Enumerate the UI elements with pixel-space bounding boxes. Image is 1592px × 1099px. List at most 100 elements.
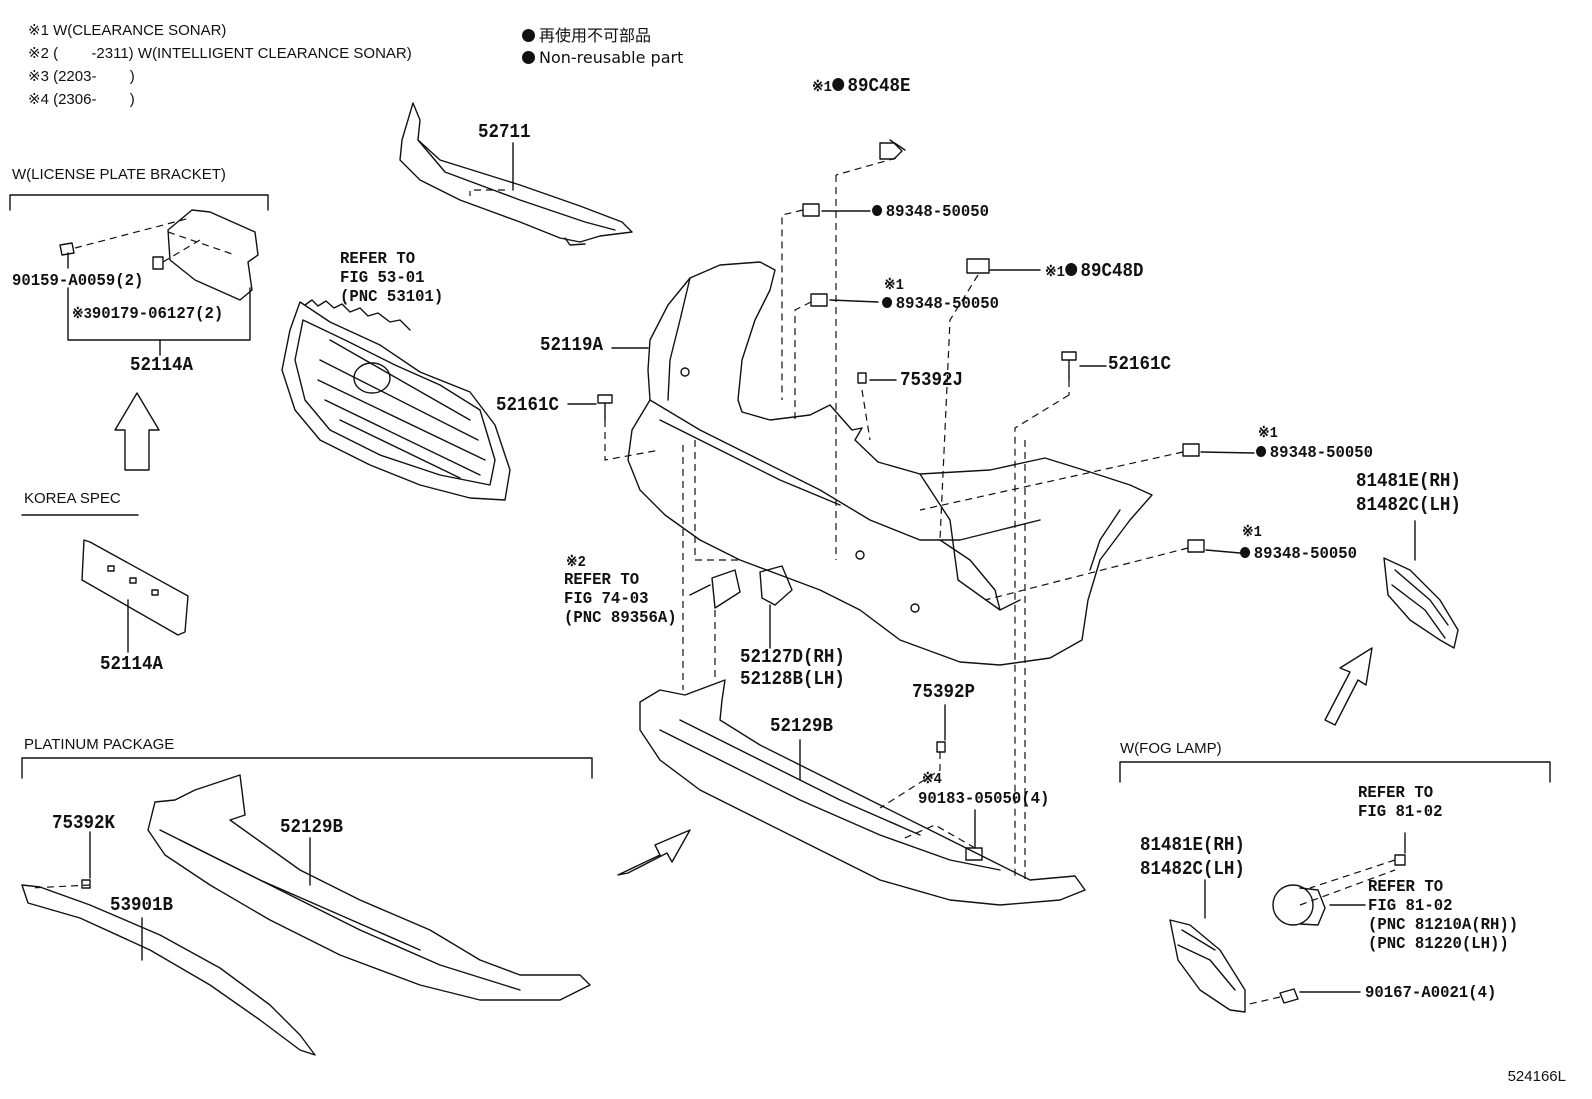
part-52127d[interactable]: 52127D(RH): [740, 646, 845, 668]
sensor-clip-4-shape: [1187, 539, 1205, 553]
section-license: W(LICENSE PLATE BRACKET): [12, 166, 226, 183]
note-mark: ※1: [1045, 264, 1065, 281]
nut-90183-shape: [965, 847, 983, 861]
note-mark-89348-c: ※1: [1258, 425, 1278, 442]
part-90183[interactable]: 90183-05050(4): [918, 790, 1050, 809]
sensor-retainer-89c48d-shape: [966, 258, 990, 274]
part-52119a[interactable]: 52119A: [540, 334, 603, 356]
part-53901b[interactable]: 53901B: [110, 894, 173, 916]
part-52114a-korea[interactable]: 52114A: [100, 653, 163, 675]
part-52711[interactable]: 52711: [478, 121, 531, 143]
note-mark: ※3: [72, 306, 92, 323]
fog-bezel-bottom-shape: [1169, 919, 1246, 1013]
lower-molding-shape: [21, 884, 316, 1056]
screw-90167-shape: [1279, 988, 1299, 1004]
refer-sonar-line1[interactable]: REFER TO: [564, 571, 640, 590]
upper-grille-molding-shape: [399, 102, 633, 246]
non-reusable-dot-icon: [1240, 547, 1251, 559]
fog-bezel-top-shape: [1383, 557, 1459, 649]
part-number-text: 89348-50050: [895, 295, 1000, 314]
part-89348-b[interactable]: 89348-50050: [882, 295, 999, 314]
legend-row-1: 再使用不可部品: [522, 22, 651, 46]
clip-75392j-shape: [857, 372, 867, 384]
refer-fog1-line1[interactable]: REFER TO: [1358, 784, 1434, 803]
front-grille-shape: [281, 299, 511, 501]
part-89c48e[interactable]: ※1 89C48E: [812, 77, 910, 97]
sensor-clip-2-shape: [810, 293, 828, 307]
part-number-text: 89348-50050: [885, 203, 990, 222]
refer-grille-line3[interactable]: (PNC 53101): [340, 288, 444, 307]
nut-90179-shape: [152, 256, 164, 270]
fog-lamp-shape: [1272, 884, 1314, 926]
part-52129b-platinum[interactable]: 52129B: [280, 816, 343, 838]
refer-fog2-line1[interactable]: REFER TO: [1368, 878, 1444, 897]
note-mark-89348-b: ※1: [884, 277, 904, 294]
section-platinum: PLATINUM PACKAGE: [24, 736, 175, 753]
sensor-clip-3-shape: [1182, 443, 1200, 457]
refer-sonar-line3[interactable]: (PNC 89356A): [564, 609, 677, 628]
part-81481e-top[interactable]: 81481E(RH): [1356, 470, 1461, 492]
clip-52161c-left-shape: [597, 394, 613, 421]
part-89348-d[interactable]: 89348-50050: [1240, 545, 1357, 564]
arrow-platinum-to-main: [617, 829, 691, 876]
non-reusable-dot-icon: [872, 205, 883, 217]
part-52114a-top[interactable]: 52114A: [130, 354, 193, 376]
note-mark-89348-d: ※1: [1242, 524, 1262, 541]
part-90179[interactable]: ※390179-06127(2): [72, 305, 223, 324]
part-number-text: 89348-50050: [1253, 545, 1358, 564]
part-90159[interactable]: 90159-A0059(2): [12, 272, 144, 291]
part-89348-c[interactable]: 89348-50050: [1256, 444, 1373, 463]
part-52129b-main[interactable]: 52129B: [770, 715, 833, 737]
part-81482c-top[interactable]: 81482C(LH): [1356, 494, 1461, 516]
note-mark: ※1: [812, 79, 832, 96]
part-number-text: 90179-06127(2): [91, 305, 224, 324]
part-89348-a[interactable]: 89348-50050: [872, 203, 989, 222]
non-reusable-dot-icon: [831, 78, 844, 92]
part-75392k[interactable]: 75392K: [52, 812, 115, 834]
bolt-fog-shape: [1394, 854, 1406, 866]
legend-text-jp: 再使用不可部品: [539, 26, 652, 45]
note-3: ※3 (2203- ): [28, 68, 135, 85]
note-4: ※4 (2306- ): [28, 91, 135, 108]
refer-grille-line1[interactable]: REFER TO: [340, 250, 416, 269]
refer-fog1-line2[interactable]: FIG 81-02: [1358, 803, 1443, 822]
clip-75392p-shape: [936, 741, 946, 753]
arrow-fog-to-bezel: [1324, 647, 1373, 726]
legend-text-en: Non-reusable part: [539, 48, 684, 67]
part-52161c-right[interactable]: 52161C: [1108, 353, 1171, 375]
non-reusable-dot-icon: [522, 51, 535, 64]
non-reusable-dot-icon: [522, 29, 535, 42]
screw-90159-shape: [59, 242, 75, 269]
part-75392p[interactable]: 75392P: [912, 681, 975, 703]
clip-52161c-right-shape: [1061, 351, 1077, 381]
front-bumper-cover-shape: [627, 261, 1153, 666]
platinum-lower-spoiler-shape: [147, 774, 591, 1001]
refer-fog2-line2[interactable]: FIG 81-02: [1368, 897, 1453, 916]
note-2: ※2 ( -2311) W(INTELLIGENT CLEARANCE SONA…: [28, 45, 412, 62]
section-fog: W(FOG LAMP): [1120, 740, 1222, 757]
part-number-text: 89C48E: [847, 75, 911, 97]
korea-license-bracket-shape: [81, 539, 189, 636]
sonar-cover-shape: [711, 569, 741, 609]
note-mark-90183: ※4: [922, 771, 942, 788]
up-arrow-license: [114, 392, 160, 471]
part-81482c-fog[interactable]: 81482C(LH): [1140, 858, 1245, 880]
part-52161c-left[interactable]: 52161C: [496, 394, 559, 416]
figure-id: 524166L: [1507, 1068, 1566, 1085]
part-75392j[interactable]: 75392J: [900, 369, 963, 391]
sensor-clip-1-shape: [802, 203, 820, 217]
refer-sonar-line2[interactable]: FIG 74-03: [564, 590, 649, 609]
refer-fog2-line3[interactable]: (PNC 81210A(RH)): [1368, 916, 1519, 935]
part-number-text: 89348-50050: [1269, 444, 1374, 463]
section-korea: KOREA SPEC: [24, 490, 121, 507]
non-reusable-dot-icon: [882, 297, 893, 309]
part-52128b[interactable]: 52128B(LH): [740, 668, 845, 690]
part-81481e-fog[interactable]: 81481E(RH): [1140, 834, 1245, 856]
tow-hook-cover-shape: [759, 565, 793, 606]
refer-grille-line2[interactable]: FIG 53-01: [340, 269, 425, 288]
part-90167[interactable]: 90167-A0021(4): [1365, 984, 1497, 1003]
refer-fog2-line4[interactable]: (PNC 81220(LH)): [1368, 935, 1509, 954]
